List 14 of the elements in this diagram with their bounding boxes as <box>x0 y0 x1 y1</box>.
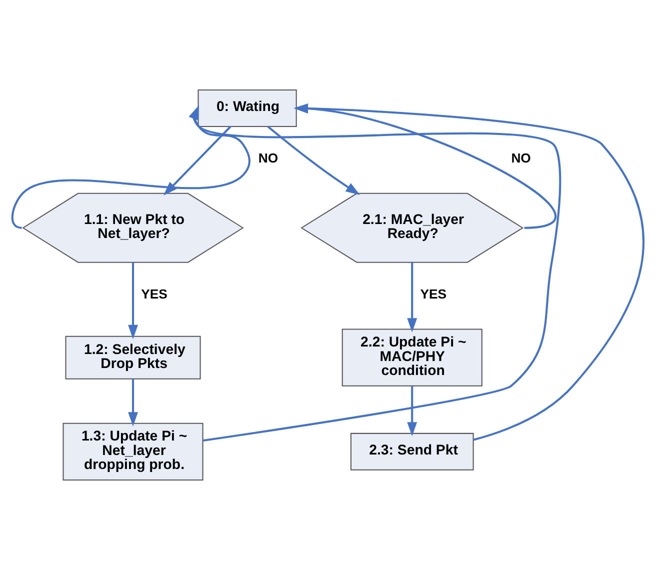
edge-label: YES <box>141 286 168 302</box>
edge-label: NO <box>258 150 278 166</box>
arrow <box>407 262 418 332</box>
edge-label: NO <box>511 150 531 166</box>
node-box: 1.2: Selectively Drop Pkts <box>65 336 201 380</box>
arrow <box>128 262 138 340</box>
arrow <box>128 379 138 426</box>
arrow <box>407 386 418 436</box>
node-box: 2.3: Send Pkt <box>350 432 474 470</box>
edge-label: YES <box>420 286 446 302</box>
arrow <box>267 126 360 196</box>
node-box: 1.3: Update Pi ~ Net_layer dropping prob. <box>62 422 204 480</box>
node-box: 2.2: Update Pi ~ MAC/PHY condition <box>342 328 482 386</box>
node-box: 0: Wating <box>198 90 297 127</box>
